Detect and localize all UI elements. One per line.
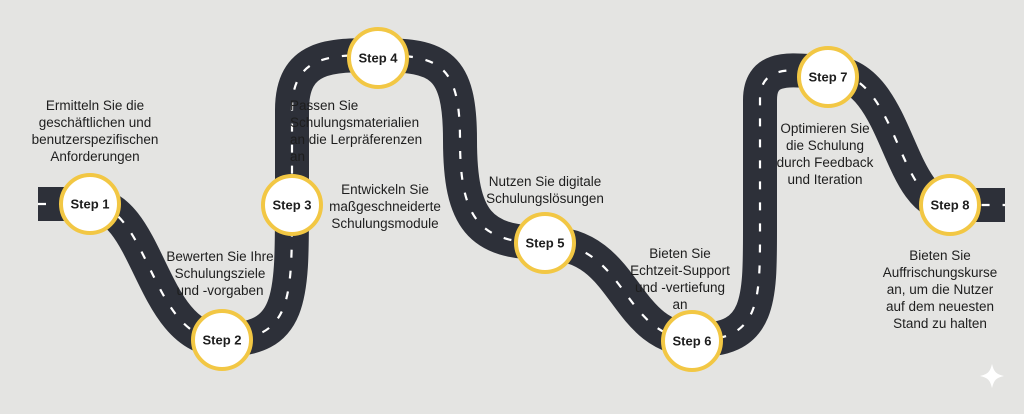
step-markers: Step 1 Step 2 Step 3 Step 4 Step 5 Step 6 Step… <box>59 27 981 372</box>
step-marker-circle <box>191 309 253 371</box>
step-4-label: Step 4 <box>358 51 398 66</box>
step-marker-4: Step 4 <box>347 27 409 89</box>
step-marker-2: Step 2 <box>191 309 253 371</box>
step-1-label: Step 1 <box>70 197 109 212</box>
step-marker-8: Step 8 <box>919 174 981 236</box>
sparkle-icon <box>980 364 1004 388</box>
step-5-description: Nutzen Sie digitale Schulungslösungen <box>486 174 604 206</box>
step-3-description: Entwickeln Sie maßgeschneiderte Schulung… <box>329 182 441 231</box>
step-5-label: Step 5 <box>525 236 564 251</box>
step-2-label: Step 2 <box>202 333 241 348</box>
step-7-label: Step 7 <box>808 70 847 85</box>
step-marker-circle <box>797 46 859 108</box>
step-4-description: Passen Sie Schulungsmaterialien an die L… <box>290 98 423 164</box>
step-marker-circle <box>261 174 323 236</box>
step-marker-circle <box>59 173 121 235</box>
step-marker-circle <box>661 310 723 372</box>
step-marker-circle <box>919 174 981 236</box>
step-7-description: Optimieren Sie die Schulung durch Feedba… <box>776 121 874 187</box>
step-marker-7: Step 7 <box>797 46 859 108</box>
step-marker-5: Step 5 <box>514 212 576 274</box>
step-6-label: Step 6 <box>672 334 711 349</box>
step-marker-3: Step 3 <box>261 174 323 236</box>
step-marker-1: Step 1 <box>59 173 121 235</box>
step-marker-circle <box>347 27 409 89</box>
step-8-description: Bieten Sie Auffrischungskurse an, um die… <box>882 248 998 331</box>
step-6-description: Bieten Sie Echtzeit-Support und -vertief… <box>630 246 730 312</box>
road <box>38 38 1005 357</box>
step-3-label: Step 3 <box>272 198 311 213</box>
road-center-marking <box>38 53 1005 342</box>
step-marker-circle <box>514 212 576 274</box>
step-2-description: Bewerten Sie Ihre Schulungsziele und -vo… <box>166 249 274 298</box>
step-marker-6: Step 6 <box>661 310 723 372</box>
step-8-label: Step 8 <box>930 198 969 213</box>
step-1-description: Ermitteln Sie die geschäftlichen und ben… <box>31 98 159 164</box>
